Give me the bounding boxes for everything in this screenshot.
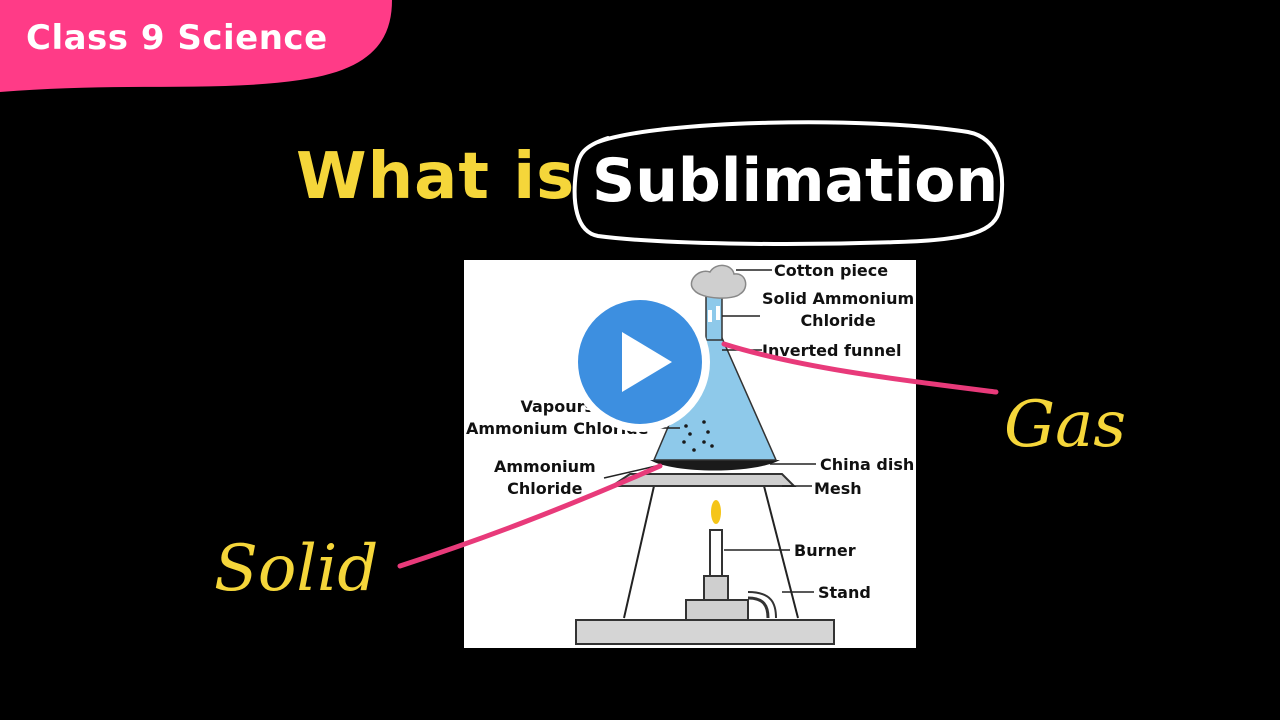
title-highlight-oval (572, 120, 1004, 246)
class-badge: Class 9 Science (26, 18, 328, 58)
label-inverted-funnel: Inverted funnel (762, 341, 902, 360)
apparatus-illustration (575, 264, 835, 645)
label-burner: Burner (794, 541, 856, 560)
play-button[interactable] (568, 290, 712, 434)
label-china-dish: China dish (820, 455, 915, 474)
label-mesh: Mesh (814, 479, 862, 498)
title-prefix: What is (296, 140, 576, 214)
label-cotton-piece: Cotton piece (774, 261, 889, 280)
label-ammonium-chloride: Ammonium Chloride (494, 457, 596, 498)
label-stand: Stand (818, 583, 871, 602)
title-keyword: Sublimation (592, 146, 999, 216)
annotation-gas: Gas (1004, 388, 1127, 462)
label-solid-ammonium-chloride: Solid Ammonium Chloride (762, 289, 915, 330)
annotation-solid: Solid (214, 532, 379, 606)
play-icon (570, 292, 710, 432)
badge-background (0, 0, 392, 92)
label-vapours: Vapours Ammonium Chloride (466, 397, 649, 438)
